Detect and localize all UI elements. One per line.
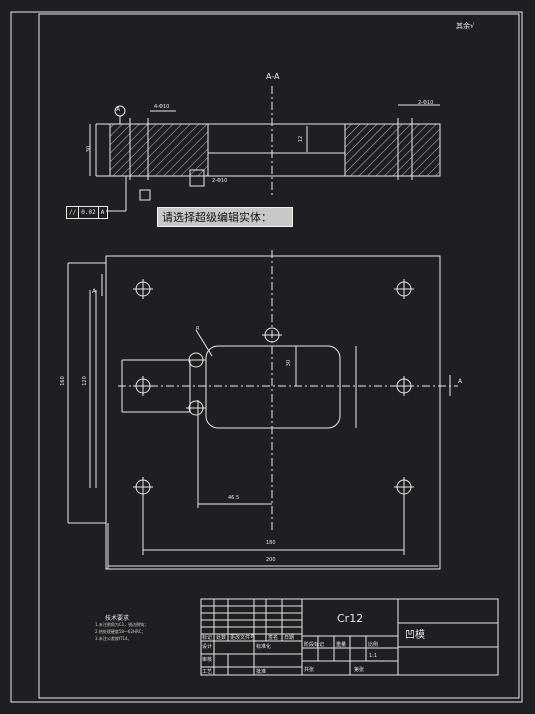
tb-label: 审核: [202, 657, 213, 663]
tb-label: 阶段标记: [304, 642, 325, 648]
tolerance-symbol: //: [67, 207, 80, 218]
dim-radius: R: [196, 326, 200, 332]
part-name: 凹模: [405, 630, 425, 641]
tech-note-line: 1.未注倒角为C1，锐边倒钝；: [95, 622, 149, 627]
tb-label: 签名: [268, 635, 279, 641]
dim-hole-right: 2-Φ10: [418, 100, 434, 106]
dim-thickness: 30: [86, 145, 93, 153]
tb-label: 第张: [354, 667, 365, 673]
tech-note-line: 3.未注公差按IT14。: [95, 636, 132, 641]
dim-30: 30: [286, 359, 293, 367]
section-title: A-A: [266, 72, 280, 81]
command-prompt-tooltip: 请选择超级编辑实体：: [157, 207, 293, 227]
tb-label: 标准化: [256, 644, 272, 650]
section-mark-right: A: [458, 378, 463, 385]
dim-hole-top: 4-Φ10: [154, 104, 170, 110]
dim-depth: 12: [298, 135, 305, 143]
datum-label: A: [116, 106, 121, 113]
plan-view: [67, 250, 458, 570]
section-view: [89, 86, 441, 196]
inner-border: [38, 13, 520, 699]
tech-note-line: 2.热处理硬度58～62HRC；: [95, 629, 146, 634]
dim-height-160: 160: [59, 376, 66, 386]
tb-scale: 1:1: [369, 653, 378, 659]
tb-label: 更改文件号: [230, 635, 256, 641]
tb-label: 标记: [202, 635, 213, 641]
tb-label: 重量: [336, 642, 347, 648]
dim-width-180: 180: [266, 540, 276, 546]
dim-46-5: 46.5: [228, 495, 240, 501]
material-label: Cr12: [337, 612, 364, 625]
tolerance-datum: A: [100, 209, 105, 216]
dim-hole-bottom: 2-Φ10: [212, 178, 228, 184]
dim-height-120: 120: [81, 376, 88, 386]
section-mark-left: A: [92, 288, 97, 295]
tb-label: 工艺: [202, 669, 213, 675]
tb-label: 日期: [284, 635, 295, 641]
tolerance-frame: // 0.02 A: [66, 206, 108, 219]
outer-border: [10, 11, 523, 703]
tb-label: 处数: [216, 635, 227, 641]
tb-label: 比例: [368, 642, 379, 648]
tech-notes-title: 技术要求: [105, 615, 130, 622]
dim-width-200: 200: [266, 557, 276, 563]
tb-label: 批准: [256, 669, 267, 675]
tb-label: 共张: [304, 667, 315, 673]
tolerance-value: 0.02: [79, 207, 99, 218]
title-block: [200, 598, 499, 676]
surface-finish-mark: 其余√: [456, 22, 475, 30]
tb-label: 设计: [202, 644, 213, 650]
plan-holes: [133, 279, 414, 497]
